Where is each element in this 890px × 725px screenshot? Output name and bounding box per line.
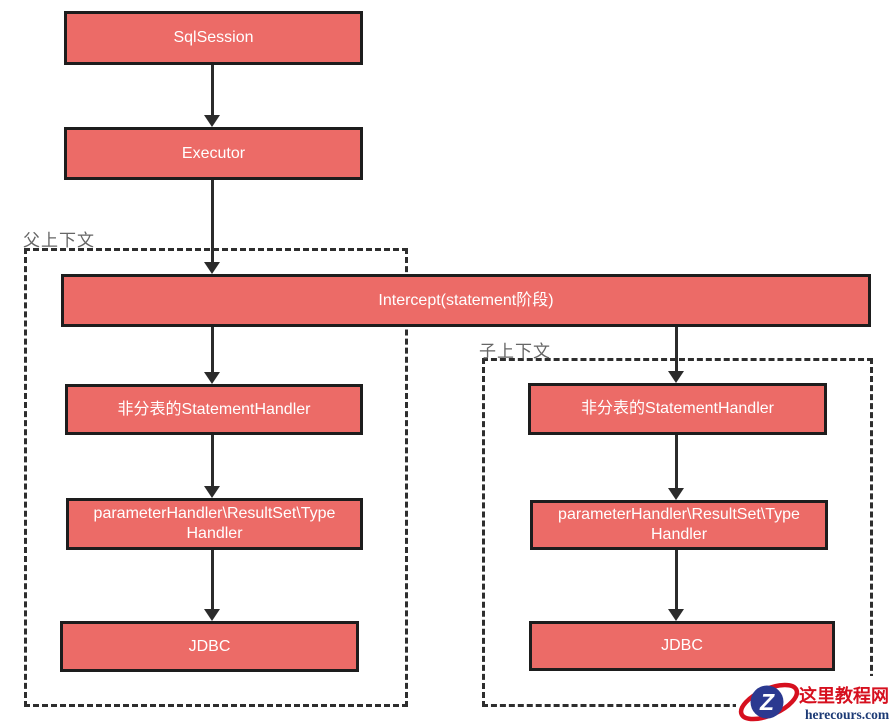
arrowhead-icon bbox=[668, 371, 684, 383]
watermark-logo-icon: Z 这里教程网 herecours.com bbox=[736, 676, 890, 725]
child-context-group bbox=[482, 358, 873, 707]
node-label: SqlSession bbox=[173, 29, 254, 46]
arrow-shaft bbox=[210, 327, 214, 372]
arrowhead-icon bbox=[668, 488, 684, 500]
arrow-shaft bbox=[674, 327, 678, 371]
arrow-intercept-to-left-statement-handler bbox=[204, 327, 220, 384]
parent-context-label: 父上下文 bbox=[23, 231, 95, 250]
arrow-sqlsession-to-executor bbox=[204, 65, 220, 127]
arrowhead-icon bbox=[204, 262, 220, 274]
node-label: Executor bbox=[181, 144, 246, 162]
watermark-site-name: 这里教程网 bbox=[799, 685, 889, 706]
node-left-param-handler: parameterHandler\ResultSet\Type Handler bbox=[66, 498, 363, 550]
arrow-shaft bbox=[210, 180, 214, 262]
node-label-line2: Handler bbox=[650, 526, 708, 543]
arrow-shaft bbox=[210, 65, 214, 115]
arrow-right-param-handler-to-jdbc bbox=[668, 550, 684, 621]
node-right-jdbc: JDBC bbox=[529, 621, 835, 671]
node-label: JDBC bbox=[188, 637, 231, 655]
site-watermark: Z 这里教程网 herecours.com bbox=[736, 676, 890, 725]
watermark-circle-icon bbox=[750, 685, 784, 719]
node-executor: Executor bbox=[64, 127, 363, 180]
node-label: Intercept(statement阶段) bbox=[378, 291, 554, 309]
node-label: JDBC bbox=[661, 637, 703, 654]
arrow-executor-to-intercept bbox=[204, 180, 220, 274]
arrow-intercept-to-right-statement-handler bbox=[668, 327, 684, 383]
arrow-right-statement-to-param-handler bbox=[668, 435, 684, 500]
watermark-site-domain: herecours.com bbox=[805, 707, 890, 722]
child-context-label: 子上下文 bbox=[479, 342, 551, 361]
node-sqlsession: SqlSession bbox=[64, 11, 363, 65]
node-label: parameterHandler\ResultSet\Type Handler bbox=[558, 505, 800, 545]
node-label: parameterHandler\ResultSet\Type Handler bbox=[94, 504, 336, 544]
arrowhead-icon bbox=[204, 609, 220, 621]
arrow-left-param-handler-to-jdbc bbox=[204, 550, 220, 621]
arrow-left-statement-to-param-handler bbox=[204, 435, 220, 498]
arrow-shaft bbox=[210, 435, 214, 486]
node-label: 非分表的StatementHandler bbox=[117, 400, 311, 418]
node-left-statement-handler: 非分表的StatementHandler bbox=[65, 384, 363, 435]
arrowhead-icon bbox=[204, 372, 220, 384]
watermark-logo-letter: Z bbox=[759, 689, 775, 715]
node-label-line2: Handler bbox=[186, 525, 243, 542]
arrowhead-icon bbox=[204, 486, 220, 498]
parent-context-group bbox=[24, 248, 408, 707]
node-label-line1: parameterHandler\ResultSet\Type bbox=[93, 505, 336, 522]
arrow-shaft bbox=[674, 435, 678, 488]
arrowhead-icon bbox=[668, 609, 684, 621]
node-label-line1: parameterHandler\ResultSet\Type bbox=[558, 506, 800, 523]
node-right-statement-handler: 非分表的StatementHandler bbox=[528, 383, 827, 435]
arrowhead-icon bbox=[204, 115, 220, 127]
node-label: 非分表的StatementHandler bbox=[581, 400, 774, 417]
arrow-shaft bbox=[210, 550, 214, 609]
node-right-param-handler: parameterHandler\ResultSet\Type Handler bbox=[530, 500, 828, 550]
arrow-shaft bbox=[674, 550, 678, 609]
node-intercept-statement-phase: Intercept(statement阶段) bbox=[61, 274, 871, 327]
node-left-jdbc: JDBC bbox=[60, 621, 359, 672]
